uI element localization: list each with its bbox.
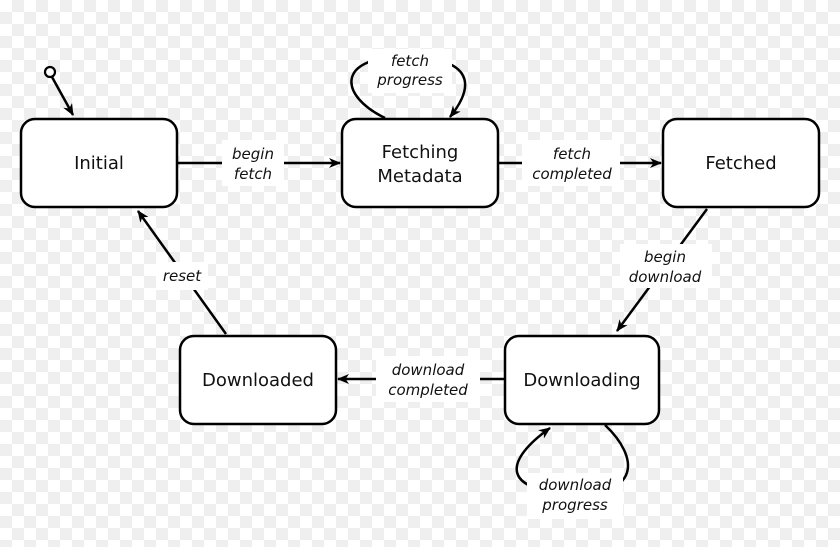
edge-label-download-progress-1: download: [539, 476, 612, 494]
edge-label-fetch-progress-1: fetch: [391, 52, 429, 70]
start-transition: [43, 65, 75, 116]
edge-label-begin-fetch-1: begin: [232, 145, 274, 163]
state-downloaded: Downloaded: [178, 334, 338, 426]
edge-label-begin-download-2: download: [629, 268, 702, 286]
state-label-initial: Initial: [74, 153, 124, 174]
state-label-fetched: Fetched: [705, 153, 776, 174]
state-label-fetching-1: Fetching: [382, 142, 459, 163]
edge-fetch-progress: fetch progress: [350, 49, 467, 120]
state-initial: Initial: [19, 117, 179, 209]
edge-label-begin-fetch-2: fetch: [234, 165, 272, 183]
start-marker: [43, 65, 57, 79]
state-label-downloaded: Downloaded: [202, 370, 314, 391]
edge-label-download-progress-2: progress: [541, 496, 608, 514]
edge-label-download-completed-2: completed: [388, 381, 468, 399]
state-fetching-metadata: Fetching Metadata: [340, 117, 500, 209]
edge-download-progress: download progress: [515, 424, 630, 519]
edge-begin-download: begin download: [615, 208, 712, 332]
edge-download-completed: download completed: [337, 356, 505, 402]
state-label-downloading: Downloading: [523, 370, 640, 391]
edge-begin-fetch: begin fetch: [177, 140, 341, 186]
state-label-fetching-2: Metadata: [377, 166, 462, 187]
edge-label-fetch-progress-2: progress: [376, 71, 443, 89]
edge-reset: reset: [136, 210, 228, 335]
edge-label-fetch-completed-1: fetch: [553, 145, 591, 163]
state-downloading: Downloading: [503, 334, 661, 426]
edge-fetch-completed: fetch completed: [498, 140, 662, 186]
edge-label-fetch-completed-2: completed: [532, 165, 612, 183]
edge-label-begin-download-1: begin: [644, 248, 686, 266]
edge-label-reset: reset: [163, 267, 202, 285]
state-fetched: Fetched: [661, 117, 821, 209]
edge-label-download-completed-1: download: [392, 361, 465, 379]
